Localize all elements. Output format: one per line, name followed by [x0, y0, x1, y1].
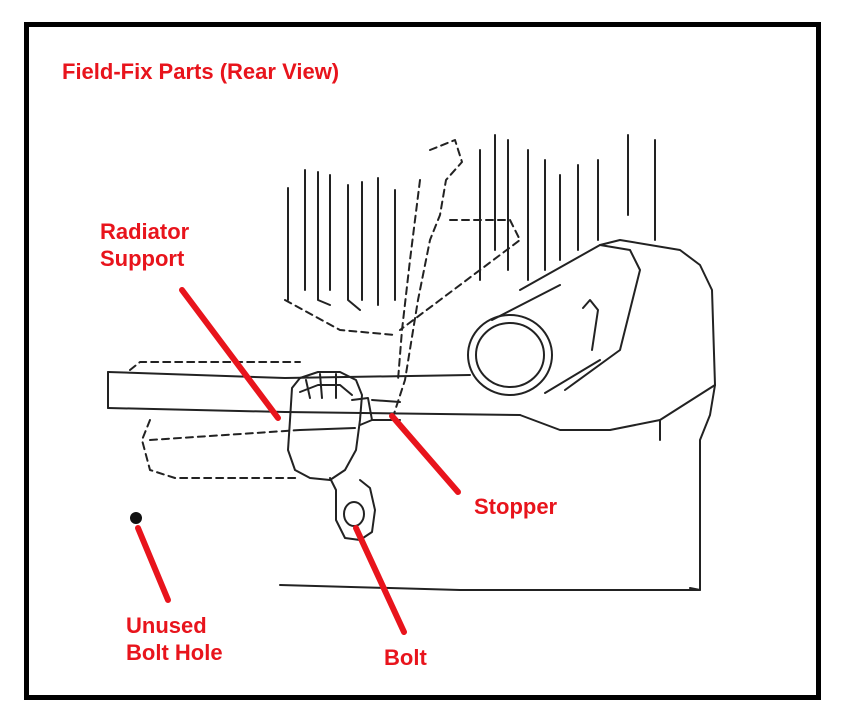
- bolt-tab: [329, 477, 376, 541]
- unused-bolt-hole-label: Unused Bolt Hole: [126, 612, 223, 666]
- unused-bolt-hole: [130, 512, 142, 524]
- radiator-support-label: Radiator Support: [100, 218, 189, 272]
- bolt-leader: [353, 525, 407, 635]
- diagram-title: Field-Fix Parts (Rear View): [62, 59, 340, 84]
- hidden-bracket: [129, 139, 521, 479]
- stopper-label: Stopper: [474, 494, 558, 519]
- housing: [279, 239, 716, 591]
- radiator-support-leader: [179, 287, 281, 421]
- unused-bolt-hole-label-line1: Unused: [126, 613, 207, 638]
- clamp: [287, 371, 401, 481]
- unused-bolt-hole-leader: [135, 525, 171, 603]
- unused-bolt-hole-label-line2: Bolt Hole: [126, 640, 223, 665]
- radiator-support-label-line2: Support: [100, 246, 185, 271]
- stopper-leader: [389, 413, 461, 495]
- radiator-fins: [287, 134, 656, 311]
- bolt-label: Bolt: [384, 645, 427, 670]
- radiator-support-rail: [107, 371, 521, 416]
- cylinder-pin: [467, 284, 601, 396]
- radiator-support-label-line1: Radiator: [100, 219, 190, 244]
